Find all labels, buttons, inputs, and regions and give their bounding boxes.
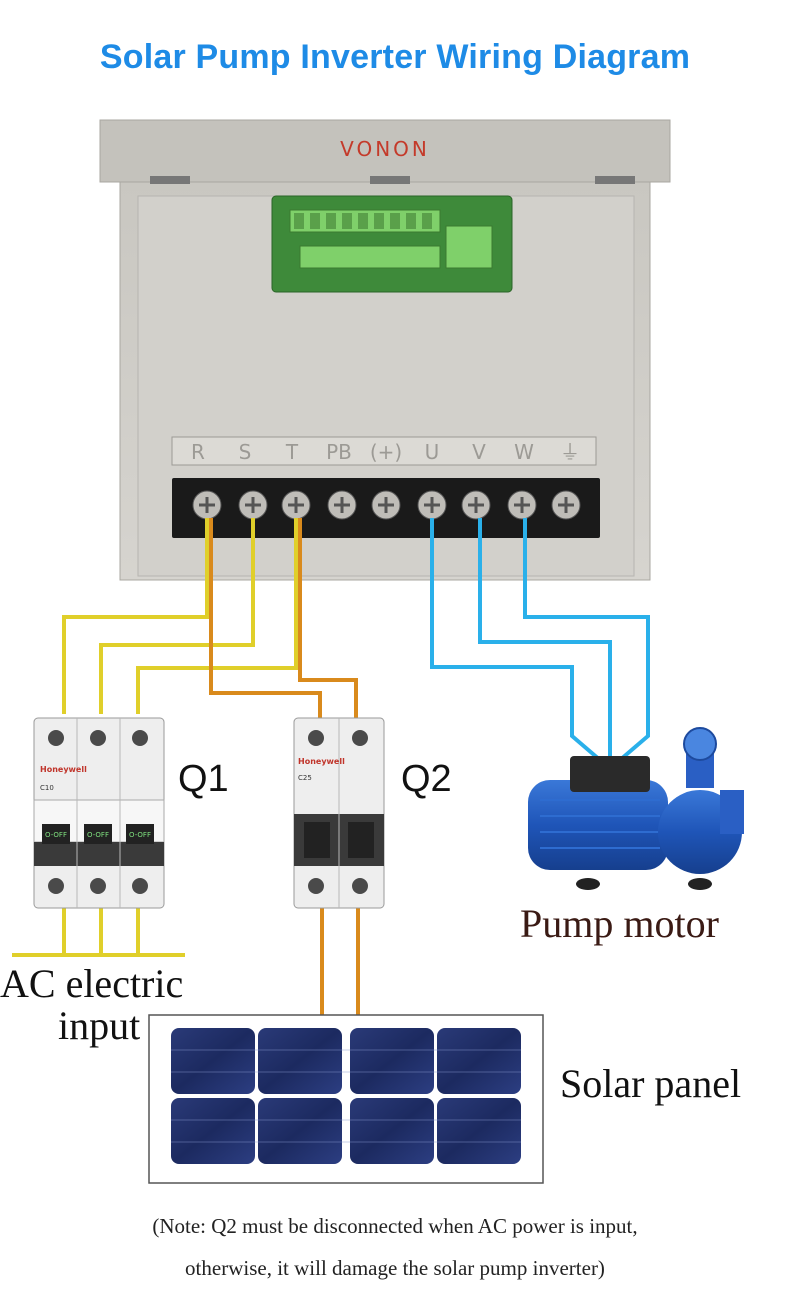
breaker-q1: Honeywell C10 O-OFF O-OFF O-OFF [33, 717, 165, 909]
solar-panel-label: Solar panel [560, 1061, 742, 1106]
q1-switch-2-text: O-OFF [87, 831, 109, 839]
ac-input-wires [12, 518, 298, 957]
terminal-label-w: W [514, 440, 534, 464]
brand-logo: VONON [340, 137, 430, 161]
q1-brand-text: Honeywell [40, 765, 87, 774]
motor-output-wires [430, 518, 650, 762]
breaker-q2: Honeywell C25 [293, 717, 385, 909]
q2-label: Q2 [401, 758, 452, 800]
warning-note-line2: otherwise, it will damage the solar pump… [185, 1256, 605, 1280]
control-terminal-board [271, 195, 513, 293]
q2-brand-text: Honeywell [298, 757, 345, 766]
terminal-label-r: R [191, 440, 205, 464]
q1-switch-1-text: O-OFF [45, 831, 67, 839]
terminal-label-pb: PB [326, 440, 352, 464]
pump-motor [528, 727, 744, 890]
diagram-title: Solar Pump Inverter Wiring Diagram [99, 38, 691, 76]
q2-model-text: C25 [298, 774, 312, 782]
pump-motor-label: Pump motor [520, 901, 719, 946]
terminal-label-plus: (+) [370, 440, 402, 464]
ac-input-label-line1: AC electric [0, 961, 184, 1006]
q1-label: Q1 [178, 758, 229, 800]
terminal-label-ground: ⏚ [560, 440, 580, 464]
ac-input-label-line2: input [58, 1003, 141, 1048]
q1-switch-3-text: O-OFF [129, 831, 151, 839]
terminal-label-v: V [472, 440, 486, 464]
inverter-unit: VONON R S T PB (+ [99, 119, 671, 581]
warning-note-line1: (Note: Q2 must be disconnected when AC p… [152, 1214, 638, 1238]
terminal-label-u: U [425, 440, 440, 464]
power-terminal-block [172, 478, 600, 538]
terminal-label-s: S [239, 440, 252, 464]
terminal-label-strip: R S T PB (+) U V W ⏚ [171, 436, 597, 466]
solar-panel [148, 1014, 544, 1184]
solar-dc-wires [209, 518, 360, 1015]
q1-model-text: C10 [40, 784, 54, 792]
terminal-label-t: T [285, 440, 299, 464]
